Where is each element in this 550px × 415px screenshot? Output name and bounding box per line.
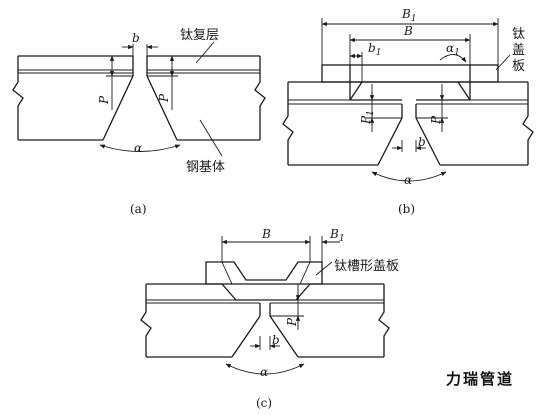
b-B1-label: B1 (401, 7, 417, 24)
a-base-callout: 钢基体 (186, 160, 225, 175)
b-B-label: B (403, 24, 413, 38)
b-caption: (b) (398, 202, 415, 216)
b-cover-callout-3: 板 (512, 59, 525, 74)
b-cover-callout-1: 钛 (512, 27, 525, 42)
a-p-label: P (157, 93, 171, 103)
diagram-c (140, 236, 390, 375)
a-clad-callout: 钛复层 (180, 28, 219, 43)
a-p1-label: P (97, 95, 111, 105)
b-p1-label: P1 (359, 110, 376, 125)
b-cover-callout-2: 盖 (512, 43, 525, 58)
c-b-label: b (272, 333, 280, 347)
watermark-text: 力瑞管道 (446, 370, 514, 388)
c-B-label: B (261, 227, 271, 241)
b-p-label: P (429, 115, 443, 125)
c-alpha-label: α (260, 365, 268, 379)
a-b-label: b (132, 31, 140, 45)
b-b-label: b (418, 135, 426, 149)
b-b1-label: b1 (368, 41, 381, 58)
c-B1-label: B1 (329, 227, 345, 244)
diagram-a (12, 41, 266, 157)
c-p-label: P (285, 317, 299, 327)
a-caption: (a) (130, 202, 147, 216)
b-alpha1-label: α1 (446, 41, 460, 58)
c-channel-callout: 钛槽形盖板 (334, 259, 399, 274)
a-alpha-label: α (134, 141, 142, 155)
b-alpha-label: α (404, 173, 412, 187)
c-caption: (c) (256, 396, 272, 410)
diagram-b (282, 18, 534, 182)
